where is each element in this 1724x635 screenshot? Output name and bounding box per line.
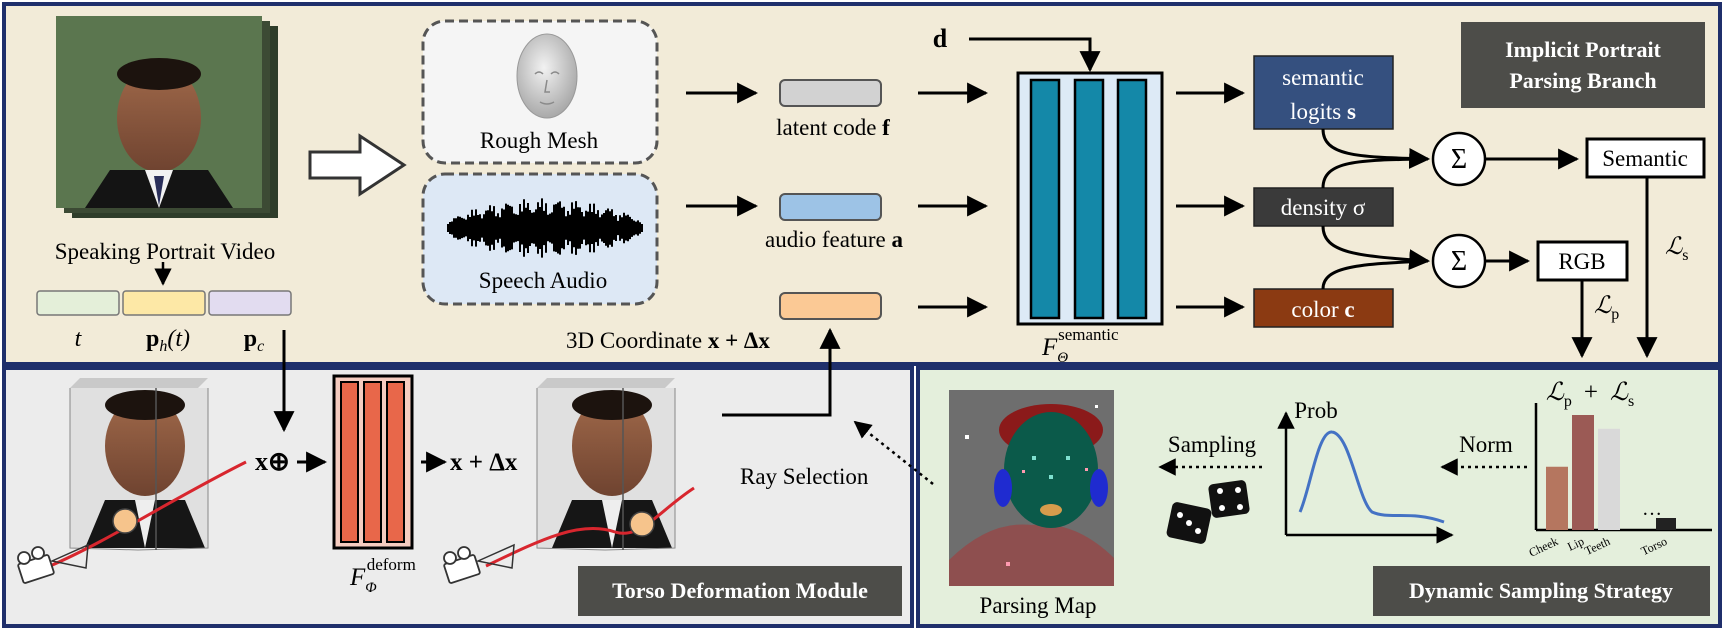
torso-title-box bbox=[578, 566, 902, 616]
parsing-map-label: Parsing Map bbox=[980, 593, 1097, 618]
speech-audio-label: Speech Audio bbox=[479, 268, 607, 293]
mesh-head-icon bbox=[516, 33, 578, 119]
branch-title-box bbox=[1461, 22, 1705, 108]
parsing-map-image bbox=[949, 390, 1114, 586]
pc-token bbox=[208, 290, 292, 316]
prob-label: Prob bbox=[1294, 398, 1337, 423]
semantic-output-label: Semantic bbox=[1602, 146, 1688, 171]
t-token bbox=[36, 290, 120, 316]
ph-label: ph(t) bbox=[146, 326, 190, 355]
norm-label: Norm bbox=[1459, 432, 1513, 457]
sampling-title: Dynamic Sampling Strategy bbox=[1409, 578, 1673, 603]
rough-mesh-label: Rough Mesh bbox=[480, 128, 599, 153]
f-semantic-label: FΘsemantic bbox=[1041, 325, 1119, 366]
ray-point-right bbox=[629, 511, 655, 537]
video-label: Speaking Portrait Video bbox=[55, 239, 276, 264]
density-label: density σ bbox=[1281, 195, 1366, 220]
prob-curve bbox=[1298, 430, 1445, 524]
semantic-logits-line1: semantic bbox=[1282, 65, 1364, 90]
t-label: t bbox=[75, 326, 83, 352]
latent-code-label: latent code f bbox=[776, 115, 890, 140]
x-delta-label: x + Δx bbox=[450, 449, 518, 476]
f-deform-label: FΦdeform bbox=[349, 555, 416, 596]
dice-icon bbox=[1166, 480, 1250, 544]
loss-sum-label: ℒp+ℒs bbox=[1546, 379, 1634, 410]
rgb-output-label: RGB bbox=[1558, 249, 1605, 274]
d-label: d bbox=[933, 24, 948, 53]
ray-selection-label: Ray Selection bbox=[740, 464, 869, 489]
bar-cheek bbox=[1546, 466, 1568, 530]
color-box bbox=[1253, 288, 1394, 328]
torso-cube-left bbox=[69, 378, 209, 551]
branch-title-line1: Implicit Portrait bbox=[1505, 37, 1661, 62]
camera-icon-right bbox=[443, 543, 515, 584]
torso-title: Torso Deformation Module bbox=[612, 578, 868, 603]
sampling-label: Sampling bbox=[1168, 432, 1257, 457]
sum-symbol-rgb: Σ bbox=[1451, 246, 1467, 277]
ray-point-left bbox=[112, 508, 138, 534]
bar-ellipsis: … bbox=[1642, 498, 1662, 520]
bar-torso bbox=[1656, 518, 1676, 530]
audio-feature-label: audio feature a bbox=[765, 227, 903, 252]
coordinate-label: 3D Coordinate x + Δx bbox=[566, 328, 770, 353]
bar-lip bbox=[1572, 415, 1594, 530]
ph-token bbox=[122, 290, 206, 316]
loss-s-label: ℒs bbox=[1665, 234, 1689, 264]
bar-teeth bbox=[1598, 428, 1620, 530]
rgb-output-box bbox=[1536, 240, 1629, 282]
color-label: color c bbox=[1291, 297, 1354, 322]
branch-title-line2: Parsing Branch bbox=[1509, 68, 1656, 93]
semantic-logits-line2: logits s bbox=[1290, 99, 1356, 124]
coordinate-pill bbox=[779, 292, 882, 320]
camera-icon-left bbox=[17, 543, 89, 584]
loss-p-label: ℒp bbox=[1594, 293, 1619, 323]
sum-symbol-semantic: Σ bbox=[1451, 144, 1467, 175]
hollow-arrow-icon bbox=[308, 133, 407, 197]
audio-feature-pill bbox=[779, 193, 882, 221]
pc-label: pc bbox=[244, 326, 264, 355]
latent-code-pill bbox=[779, 79, 882, 107]
bar-label-lip: Lip bbox=[1565, 534, 1586, 554]
x-oplus-label: x⊕ bbox=[255, 447, 290, 476]
audio-waveform-icon bbox=[447, 198, 643, 258]
sampling-title-box bbox=[1373, 566, 1710, 616]
video-frames bbox=[56, 16, 278, 218]
